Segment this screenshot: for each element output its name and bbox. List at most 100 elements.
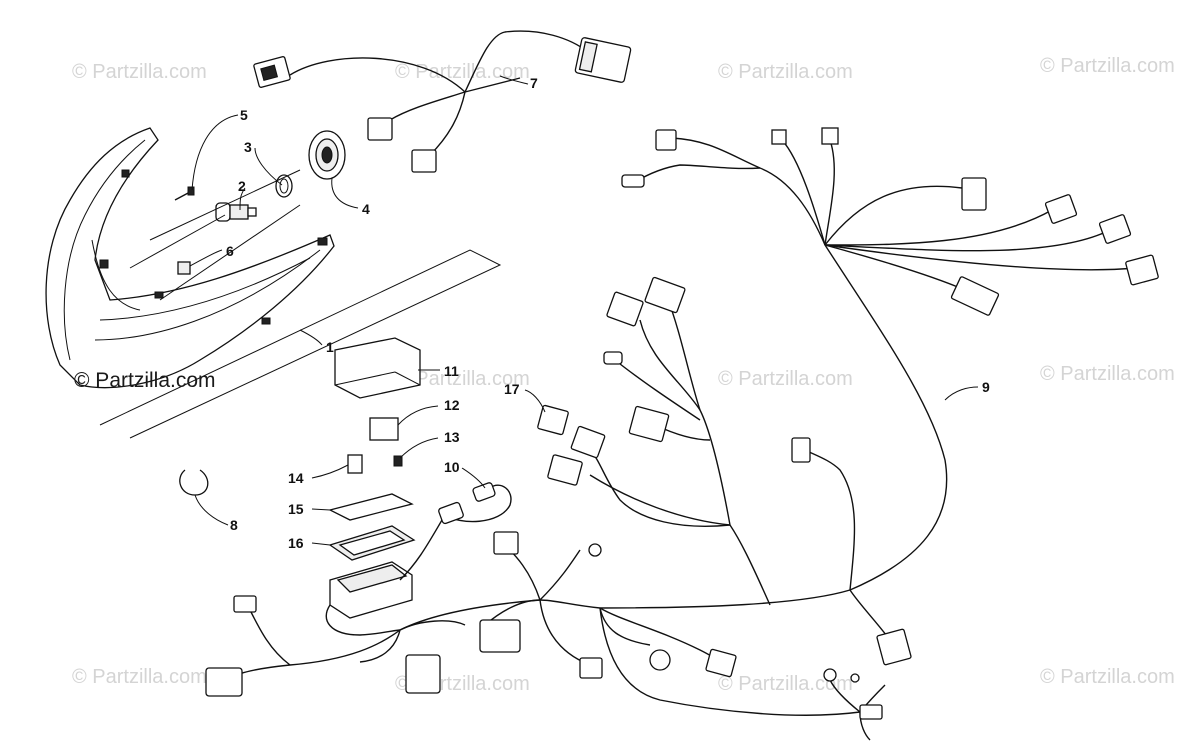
callout-labels: 1 2 3 4 5 6 7 8 9 10 11 12 13 14 15 16 1… xyxy=(226,75,990,551)
harness-branch xyxy=(849,589,891,641)
screw-head xyxy=(187,186,195,196)
callout-13: 13 xyxy=(444,429,460,445)
callout-16: 16 xyxy=(288,535,304,551)
assembly-leaders xyxy=(129,169,301,301)
harness-trunk xyxy=(539,244,948,609)
fuse-block-slots xyxy=(336,564,408,593)
harness-branch xyxy=(539,549,581,601)
harness-wire xyxy=(389,91,466,121)
mount-tab xyxy=(261,317,271,325)
harness-branch xyxy=(639,319,701,411)
harness-branch xyxy=(824,209,1053,246)
leader-8 xyxy=(194,494,229,526)
connector xyxy=(547,454,583,486)
connector xyxy=(233,595,257,613)
harness-branch xyxy=(399,620,466,631)
fuse-block-wire xyxy=(325,604,401,636)
sensor xyxy=(649,649,671,671)
mount-tab xyxy=(99,259,109,269)
harness-wire xyxy=(429,91,466,156)
connector xyxy=(950,276,1000,316)
leader-2 xyxy=(239,187,246,211)
leader-4 xyxy=(331,177,359,209)
harness-branch xyxy=(671,137,826,246)
headlight-bulb xyxy=(215,202,257,222)
connector xyxy=(205,667,243,697)
retaining-ring xyxy=(275,174,293,198)
harness-branch xyxy=(589,449,731,527)
connector xyxy=(628,405,670,443)
watermark: © Partzilla.com xyxy=(72,61,207,83)
leader-14 xyxy=(311,464,349,479)
mini-fuse xyxy=(393,455,403,467)
watermark: © Partzilla.com xyxy=(395,368,530,390)
connector xyxy=(574,37,632,83)
harness-branch xyxy=(614,359,701,421)
mount-tab xyxy=(317,237,328,246)
harness-branch xyxy=(634,164,761,183)
harness-branch xyxy=(824,139,835,246)
fuse-holder-wire xyxy=(444,484,512,523)
callout-17: 17 xyxy=(504,381,520,397)
harness-branch xyxy=(781,139,826,246)
bulb-retaining-ring xyxy=(275,174,293,198)
connector xyxy=(821,127,839,145)
watermark: © Partzilla.com xyxy=(718,673,853,695)
callout-2: 2 xyxy=(238,178,246,194)
mount-tab xyxy=(154,291,164,299)
harness-branch xyxy=(359,629,401,663)
callout-6: 6 xyxy=(226,243,234,259)
connector xyxy=(570,425,606,459)
mounting-screw xyxy=(174,186,195,201)
leader-12 xyxy=(397,405,439,426)
spade-terminal xyxy=(603,351,623,365)
spade-terminal xyxy=(621,174,645,188)
callout-8: 8 xyxy=(230,517,238,533)
watermark: © Partzilla.com xyxy=(72,666,207,688)
retaining-ring-inner xyxy=(279,178,289,194)
connector xyxy=(791,437,811,463)
callout-9: 9 xyxy=(982,379,990,395)
leader-13 xyxy=(399,437,439,459)
fuse-label xyxy=(328,493,414,521)
bulb-boot xyxy=(308,130,346,180)
leader-6 xyxy=(189,249,223,267)
watermark: © Partzilla.com xyxy=(1040,363,1175,385)
harness-branch xyxy=(599,607,651,646)
connector xyxy=(367,117,393,141)
callout-7: 7 xyxy=(530,75,538,91)
connector xyxy=(1098,214,1132,244)
connector-latch xyxy=(578,41,598,73)
harness-branch xyxy=(829,679,861,713)
watermark: © Partzilla.com xyxy=(1040,666,1175,688)
callout-5: 5 xyxy=(240,107,248,123)
inline-fuse-holder xyxy=(472,482,496,502)
connector xyxy=(705,648,737,678)
connector xyxy=(1044,194,1078,224)
connector-face xyxy=(260,64,279,81)
ring-terminal xyxy=(588,543,602,557)
mount-tab xyxy=(121,169,130,178)
connector xyxy=(1125,254,1159,286)
leader-1 xyxy=(299,329,323,346)
boot-center xyxy=(321,146,333,164)
harness-wire xyxy=(289,30,589,94)
callout-12: 12 xyxy=(444,397,460,413)
harness-branch xyxy=(729,524,771,606)
lens-contour xyxy=(94,249,321,341)
harness-branch xyxy=(824,244,1136,271)
leader-17 xyxy=(524,389,546,413)
harness-wire xyxy=(464,77,521,93)
callout-1: 1 xyxy=(326,339,334,355)
main-harness xyxy=(205,127,1159,741)
leader-3 xyxy=(254,147,283,186)
bulb-base xyxy=(229,204,249,220)
connector xyxy=(771,129,787,145)
harness-branch xyxy=(589,474,731,526)
harness-branch xyxy=(824,185,963,246)
callout-15: 15 xyxy=(288,501,304,517)
bulb-terminal xyxy=(247,207,257,217)
harness-branch xyxy=(249,609,291,666)
ring-terminal xyxy=(823,668,837,682)
